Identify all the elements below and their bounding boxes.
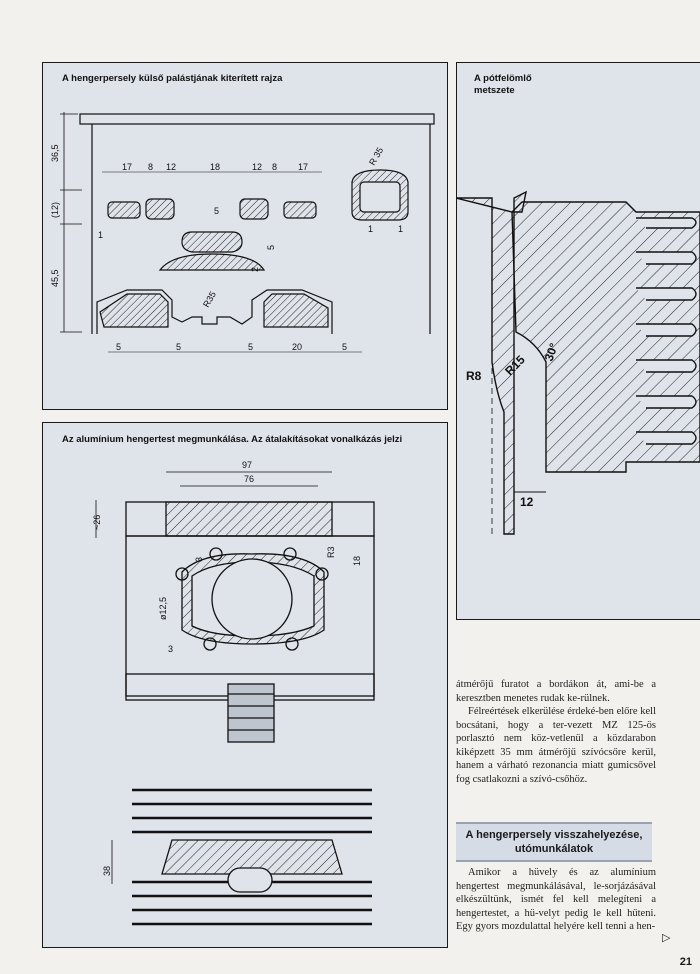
dim-30-deg: 30° <box>542 341 561 363</box>
dim-5-d: 5 <box>214 206 219 216</box>
dim-12-left: 12 <box>166 162 176 172</box>
dim-1-a: 1 <box>98 230 103 240</box>
dim-3-top: 3 <box>194 557 204 562</box>
dim-12-5: ø12,5 <box>158 597 168 620</box>
article-paragraph-3: Amikor a hüvely és az alumínium hengerte… <box>456 867 656 932</box>
dim-1-b: 1 <box>368 224 373 234</box>
dim-5-c: 5 <box>248 342 253 352</box>
dim-5-b: 5 <box>176 342 181 352</box>
figure-2-caption: A pótfelömlő metszete <box>474 73 532 96</box>
dim-3-bottom: 3 <box>168 644 173 654</box>
figure-1-caption: A hengerpersely külső palástjának kiterí… <box>62 73 283 84</box>
dim-8-left: 8 <box>148 162 153 172</box>
figure-1-drawing: 36,5 (12) 45,5 17 8 12 18 12 8 17 5 5 5 … <box>50 112 435 353</box>
dim-5-e: 5 <box>342 342 347 352</box>
dim-12-fig2: 12 <box>520 495 534 509</box>
dim-18-fig3: 18 <box>352 556 362 566</box>
article-paragraph-1: átmérőjű furatot a bordákon át, ami-be a… <box>456 679 656 704</box>
dim-r35-top: R 35 <box>367 146 385 167</box>
article-column-top: átmérőjű furatot a bordákon át, ami-be a… <box>456 678 656 786</box>
dim-5-a: 5 <box>116 342 121 352</box>
dim-2: 2 <box>250 267 260 272</box>
dim-17-left: 17 <box>122 162 132 172</box>
dim-26: ~26 <box>92 515 102 530</box>
dim-r35-mid: R35 <box>201 290 218 309</box>
dim-97: 97 <box>242 460 252 470</box>
dim-12-paren: (12) <box>50 202 60 218</box>
dim-1-c: 1 <box>398 224 403 234</box>
article-subheading: A hengerpersely visszahelyezése, utómunk… <box>456 822 652 862</box>
dim-12-right: 12 <box>252 162 262 172</box>
dim-18: 18 <box>210 162 220 172</box>
dim-r8: R8 <box>466 369 482 383</box>
dim-76: 76 <box>244 474 254 484</box>
dim-38: 38 <box>102 866 112 876</box>
figure-3-caption: Az alumínium hengertest megmunkálása. Az… <box>62 434 403 445</box>
figure-2-drawing: R8 R15 30° 12 <box>456 190 700 535</box>
dim-20: 20 <box>292 342 302 352</box>
article-paragraph-2: Félreértések elkerülése érdeké-ben előre… <box>456 706 656 785</box>
dim-5-f: 5 <box>266 245 276 250</box>
dim-8-right: 8 <box>272 162 277 172</box>
dim-r3: R3 <box>326 546 336 558</box>
article-column-bottom: Amikor a hüvely és az alumínium hengerte… <box>456 866 656 934</box>
figure-3-drawing: 97 76 ~26 3 R3 18 ø12,5 3 38 <box>92 460 375 926</box>
dim-45-5: 45,5 <box>50 269 60 287</box>
page-number: 21 <box>679 956 692 968</box>
dim-17-right: 17 <box>298 162 308 172</box>
continue-arrow-icon: ▷ <box>662 932 671 944</box>
dim-36-5: 36,5 <box>50 144 60 162</box>
